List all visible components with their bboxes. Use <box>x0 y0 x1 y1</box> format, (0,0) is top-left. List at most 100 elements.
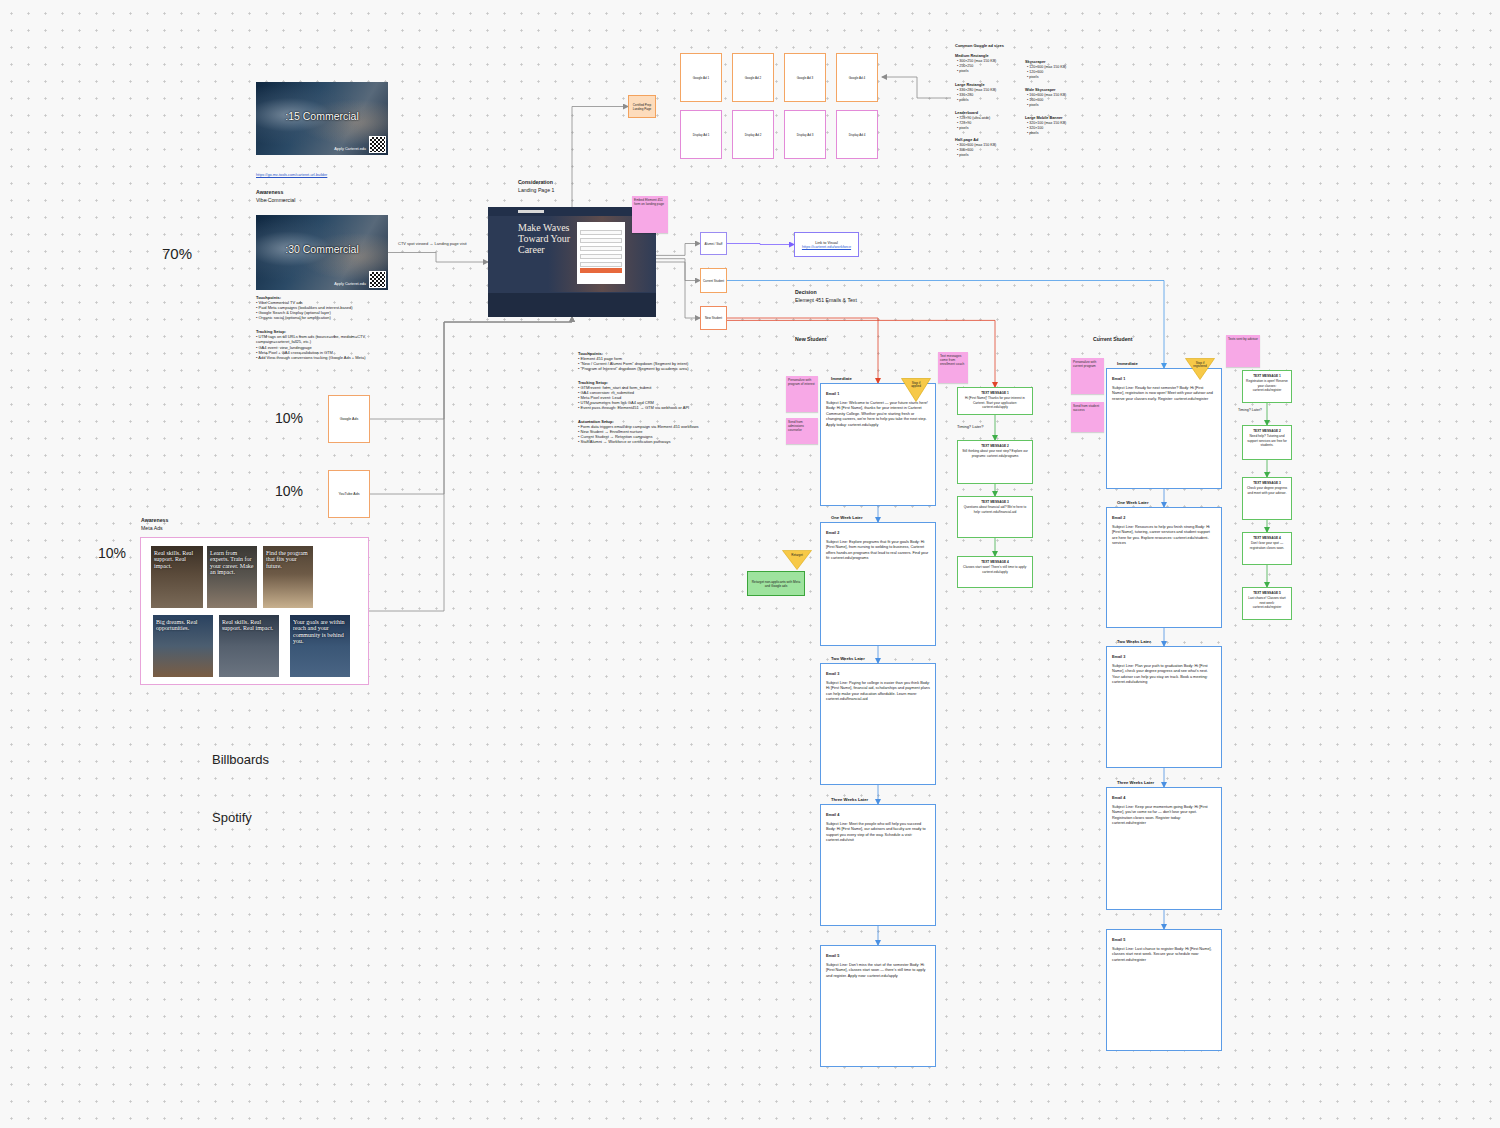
node-text: :15 Commercial <box>256 110 388 122</box>
node-text: Your goals are within reach and your com… <box>293 619 347 644</box>
note-text: • pixels <box>1027 75 1038 79</box>
node-text: Texts sent by advisor <box>1228 337 1258 341</box>
note-text: 70% <box>162 245 192 264</box>
connector <box>1267 520 1268 532</box>
note-text: • pixels <box>1027 103 1038 107</box>
display-ad-box: Display Ad 2 <box>732 110 774 159</box>
node-text: Email 3 <box>826 672 930 678</box>
connector <box>370 317 572 419</box>
note-text: 10% <box>98 545 126 563</box>
form-field <box>580 230 622 235</box>
connector <box>1164 910 1165 929</box>
note-text: • Meta Pixel + GA4 cross-validation in G… <box>256 350 333 355</box>
node-text: Google Ad 1 <box>693 76 710 80</box>
node-text: Questions about financial aid? We're her… <box>961 505 1029 514</box>
node-text: Stop if applied <box>908 382 924 389</box>
note-text: Timing? Later? <box>1238 408 1262 412</box>
node-text: Link to Visual <box>798 241 855 245</box>
text-message-card: TEXT MESSAGE 5Last chance! Classes start… <box>1242 587 1292 620</box>
sticky-note: Send from admissions counselor <box>786 418 818 444</box>
note-text: • New Student → Enrollment nurture <box>578 429 643 434</box>
connector <box>878 506 879 522</box>
note-text: • 300×600 <box>957 148 973 152</box>
meta-ad-tile: Your goals are within reach and your com… <box>290 615 350 677</box>
connector <box>727 318 878 383</box>
note-text: • 120×600 (max 150 KB) <box>1027 65 1066 69</box>
node-text: Email 4 <box>826 813 930 819</box>
note-text: • Form data triggers email/drip campaign… <box>578 424 699 429</box>
node-text: Last chance! Classes start next week: ca… <box>1246 596 1288 609</box>
node-text: Certified Prep Landing Page <box>631 103 653 111</box>
node-text: Three Weeks Later <box>1117 780 1154 786</box>
text-message-card: TEXT MESSAGE 3Check your degree progress… <box>1242 477 1292 520</box>
node-text: Apply Carteret.edu <box>334 282 366 286</box>
node-text: :30 Commercial <box>256 243 388 255</box>
note-text: • pixels <box>1027 131 1038 135</box>
node-text: Check your degree progress and meet with… <box>1246 486 1288 495</box>
text-message-card: TEXT MESSAGE 2Need help? Tutoring and su… <box>1242 425 1292 460</box>
note-text: • 160×600 <box>1027 98 1043 102</box>
ad-channel-box: Google Ads <box>328 395 370 443</box>
node-text: Email 5 <box>1112 938 1216 944</box>
commercial-thumbnail: :15 CommercialApply Carteret.edu <box>256 82 388 155</box>
text-message-card: TEXT MESSAGE 3Questions about financial … <box>957 496 1033 538</box>
connector <box>995 415 996 440</box>
triangle-shape <box>782 550 812 570</box>
note-text: Leaderboard <box>955 111 978 116</box>
note-text: Vibe Commercial <box>256 197 295 204</box>
node-text: Google Ads <box>340 417 359 421</box>
text-message-card: TEXT MESSAGE 4Don't lose your spot — reg… <box>1242 532 1292 565</box>
display-ad-box: Display Ad 3 <box>784 110 826 159</box>
node-text: TEXT MESSAGE 4 <box>961 560 1029 564</box>
note-text: Decision <box>795 289 817 296</box>
node-text: Email 4 <box>1112 796 1216 802</box>
triangle-outline <box>783 550 812 569</box>
connector <box>1164 628 1165 646</box>
node-text: Retarget <box>791 554 803 557</box>
note-text: • pixels <box>957 98 968 102</box>
logo-mark <box>518 210 544 213</box>
note-text: https://go.mv-tools.com/carteret-url-bui… <box>256 173 327 178</box>
meta-ad-tile: Big dreams. Real opportunities. <box>153 615 213 677</box>
ad-channel-box: YouTube Ads <box>328 470 370 518</box>
page-box: Certified Prep Landing Page <box>628 95 656 118</box>
node-text: TEXT MESSAGE 2 <box>1246 429 1288 433</box>
qr-code <box>369 271 386 288</box>
node-text: Google Ad 2 <box>745 76 762 80</box>
node-text: Display Ad 3 <box>797 133 814 137</box>
node-text: Email 2 <box>826 531 930 537</box>
note-text: Touchpoints: <box>578 351 603 356</box>
note-text: Large Mobile Banner <box>1025 116 1063 121</box>
connector <box>656 244 700 256</box>
node-text: Text messages come from enrollment coach <box>940 354 966 366</box>
note-text: Spotify <box>212 810 252 826</box>
text-message-card: TEXT MESSAGE 1Registration is open! Rese… <box>1242 370 1292 403</box>
node-text: Make Waves Toward Your Career <box>518 222 574 256</box>
text-message-card: TEXT MESSAGE 4Classes start soon! There'… <box>957 556 1033 588</box>
node-text: Immediate <box>1117 361 1138 367</box>
node-text: https://carteret.edu/workforce <box>798 245 855 249</box>
node-text: Send from student success <box>1073 404 1102 412</box>
connector <box>1267 403 1268 425</box>
node-text: Awareness <box>141 517 168 523</box>
link-box: Link to Visualhttps://carteret.edu/workf… <box>794 232 859 257</box>
connector <box>656 262 700 318</box>
node-text: Subject Line: Resources to help you fini… <box>1112 525 1216 547</box>
note-text: Wide Skyscraper <box>1025 88 1056 93</box>
google-ad-box: Google Ad 3 <box>784 53 826 102</box>
landing-page-screenshot: Make Waves Toward Your Career <box>488 207 656 317</box>
node-text: Display Ad 4 <box>849 133 866 137</box>
node-text: Subject Line: Ready for next semester? B… <box>1112 386 1216 403</box>
node-text: Subject Line: Don't miss the start of th… <box>826 963 930 980</box>
node-text: Display Ad 1 <box>693 133 710 137</box>
note-text: Touchpoints: <box>256 295 281 300</box>
note-text: Billboards <box>212 752 269 768</box>
page-header <box>488 207 656 216</box>
node-text: Personalize with program of interest <box>788 378 816 386</box>
node-text: Classes start soon! There's still time t… <box>961 565 1029 574</box>
connector <box>572 107 628 208</box>
display-ad-box: Display Ad 4 <box>836 110 878 159</box>
note-text: New Student <box>795 336 826 343</box>
retarget-box: Retarget non-applicants with Meta and Go… <box>747 571 805 596</box>
